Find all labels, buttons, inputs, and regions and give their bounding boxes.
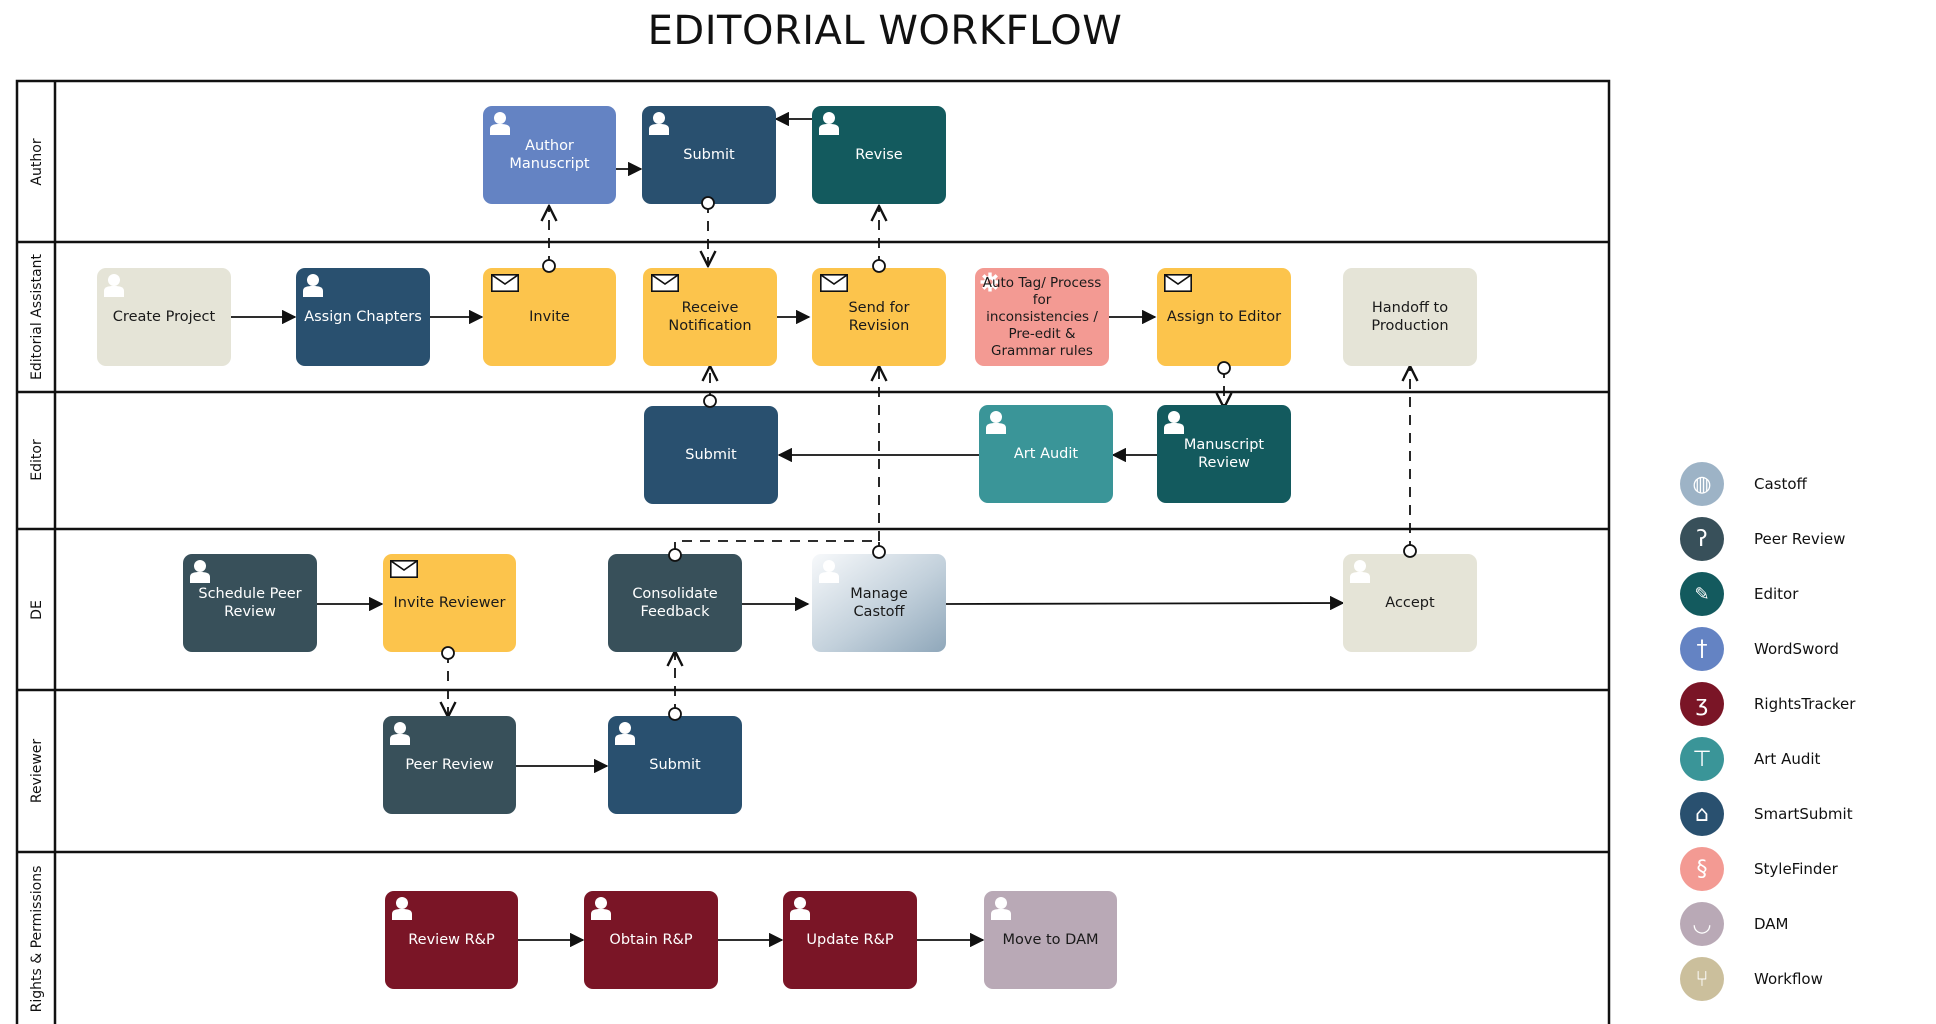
node-author-manuscript[interactable] (483, 106, 616, 204)
legend-item-smartsubmit: ⌂ SmartSubmit (1680, 792, 1920, 836)
legend-item-castoff: ◍ Castoff (1680, 462, 1920, 506)
node-send-for-revision[interactable] (812, 268, 946, 366)
node-update-rp[interactable] (783, 891, 917, 989)
node-accept[interactable] (1343, 554, 1477, 652)
node-label-move-to-dam: Move to DAM (1002, 932, 1099, 948)
legend-label: Editor (1754, 585, 1799, 603)
node-obtain-rp[interactable] (584, 891, 718, 989)
message-flow-origins (441, 196, 1417, 721)
node-manage-castoff[interactable] (812, 554, 946, 652)
node-assign-to-editor[interactable] (1157, 268, 1291, 366)
legend-item-peer-review: ʔ Peer Review (1680, 517, 1920, 561)
node-label-invite: Invite (529, 309, 570, 325)
lane-label-editor: Editor (29, 439, 45, 481)
legend-item-dam: ◡ DAM (1680, 902, 1920, 946)
legend-label: Peer Review (1754, 530, 1846, 548)
node-move-to-dam[interactable] (984, 891, 1117, 989)
wordsword-icon: † (1680, 627, 1724, 671)
node-auto-tag[interactable] (975, 268, 1109, 366)
node-peer-review[interactable] (383, 716, 516, 814)
node-label-assign-chapters: Assign Chapters (304, 309, 422, 325)
lane-label-de: DE (29, 600, 45, 620)
node-label-assign-to-editor: Assign to Editor (1166, 309, 1282, 325)
page-title: EDITORIAL WORKFLOW (647, 8, 1123, 54)
lane-label-author: Author (29, 138, 45, 185)
node-consolidate-feedback[interactable] (608, 554, 742, 652)
lane-label-rights-permissions: Rights & Permissions (29, 866, 45, 1013)
legend-item-workflow: ⑂ Workflow (1680, 957, 1920, 1001)
node-label-manage-castoff: Manage Castoff (850, 586, 908, 620)
art-audit-icon: ⊤ (1680, 737, 1724, 781)
node-label-editor-submit: Submit (685, 447, 737, 463)
legend-item-stylefinder: § StyleFinder (1680, 847, 1920, 891)
connectors (231, 111, 1410, 948)
legend-label: RightsTracker (1754, 695, 1856, 713)
flow-manage-castoff-to-accept (945, 595, 1345, 611)
node-editor-submit[interactable] (644, 406, 778, 504)
dam-icon: ◡ (1680, 902, 1724, 946)
node-label-update-rp: Update R&P (806, 932, 894, 948)
node-art-audit[interactable] (979, 405, 1113, 503)
legend-item-editor: ✎ Editor (1680, 572, 1920, 616)
node-label-accept: Accept (1385, 595, 1435, 611)
lane-label-reviewer: Reviewer (29, 739, 45, 804)
message-manage-castoff-to-consolidate-feedback (674, 540, 880, 555)
peer-review-icon: ʔ (1680, 517, 1724, 561)
legend-item-rightstracker: ʒ RightsTracker (1680, 682, 1920, 726)
node-assign-chapters[interactable] (296, 268, 430, 366)
node-label-author-submit: Submit (683, 147, 735, 163)
node-handoff-to-production[interactable] (1343, 268, 1477, 366)
legend-label: Art Audit (1754, 750, 1821, 768)
node-invite[interactable] (483, 268, 616, 366)
node-create-project[interactable] (97, 268, 231, 366)
node-label-art-audit: Art Audit (1013, 446, 1079, 462)
legend-item-art-audit: ⊤ Art Audit (1680, 737, 1920, 781)
stylefinder-icon: § (1680, 847, 1724, 891)
legend-label: SmartSubmit (1754, 805, 1853, 823)
legend-label: StyleFinder (1754, 860, 1838, 878)
legend-label: Workflow (1754, 970, 1823, 988)
node-invite-reviewer[interactable] (383, 554, 516, 652)
node-label-consolidate-feedback: Consolidate Feedback (632, 586, 718, 620)
node-label-auto-tag: Auto Tag/ Process for inconsistencies / … (982, 274, 1102, 359)
node-receive-notification[interactable] (643, 268, 777, 366)
node-label-invite-reviewer: Invite Reviewer (393, 595, 506, 611)
node-author-revise[interactable] (812, 106, 946, 204)
node-label-send-for-revision: Send for Revision (848, 300, 910, 334)
node-label-author-revise: Revise (855, 147, 903, 163)
node-label-reviewer-submit: Submit (649, 757, 701, 773)
node-label-review-rp: Review R&P (408, 932, 495, 948)
node-manuscript-review[interactable] (1157, 405, 1291, 503)
node-reviewer-submit[interactable] (608, 716, 742, 814)
node-label-author-manuscript: Author Manuscript (509, 138, 590, 172)
legend-label: DAM (1754, 915, 1789, 933)
legend-label: Castoff (1754, 475, 1807, 493)
node-label-manuscript-review: Manuscript Review (1183, 437, 1265, 471)
node-label-receive-notification: Receive Notification (668, 300, 752, 334)
workflow-icon: ⑂ (1680, 957, 1724, 1001)
legend-item-wordsword: † WordSword (1680, 627, 1920, 671)
node-schedule-peer-review[interactable] (183, 554, 317, 652)
castoff-icon: ◍ (1680, 462, 1724, 506)
editor-icon: ✎ (1680, 572, 1724, 616)
node-review-rp[interactable] (385, 891, 518, 989)
node-label-peer-review: Peer Review (405, 757, 494, 773)
node-label-create-project: Create Project (112, 309, 216, 325)
node-author-submit[interactable] (642, 106, 776, 204)
nodes (97, 106, 1477, 989)
node-label-schedule-peer-review: Schedule Peer Review (198, 586, 302, 620)
rightstracker-icon: ʒ (1680, 682, 1724, 726)
lane-label-editorial-assistant: Editorial Assistant (29, 253, 45, 380)
node-label-obtain-rp: Obtain R&P (609, 932, 693, 948)
smartsubmit-icon: ⌂ (1680, 792, 1724, 836)
node-label-handoff-to-production: Handoff to Production (1371, 300, 1449, 334)
legend-label: WordSword (1754, 640, 1839, 658)
swimlane-frame (15, 79, 1611, 1024)
